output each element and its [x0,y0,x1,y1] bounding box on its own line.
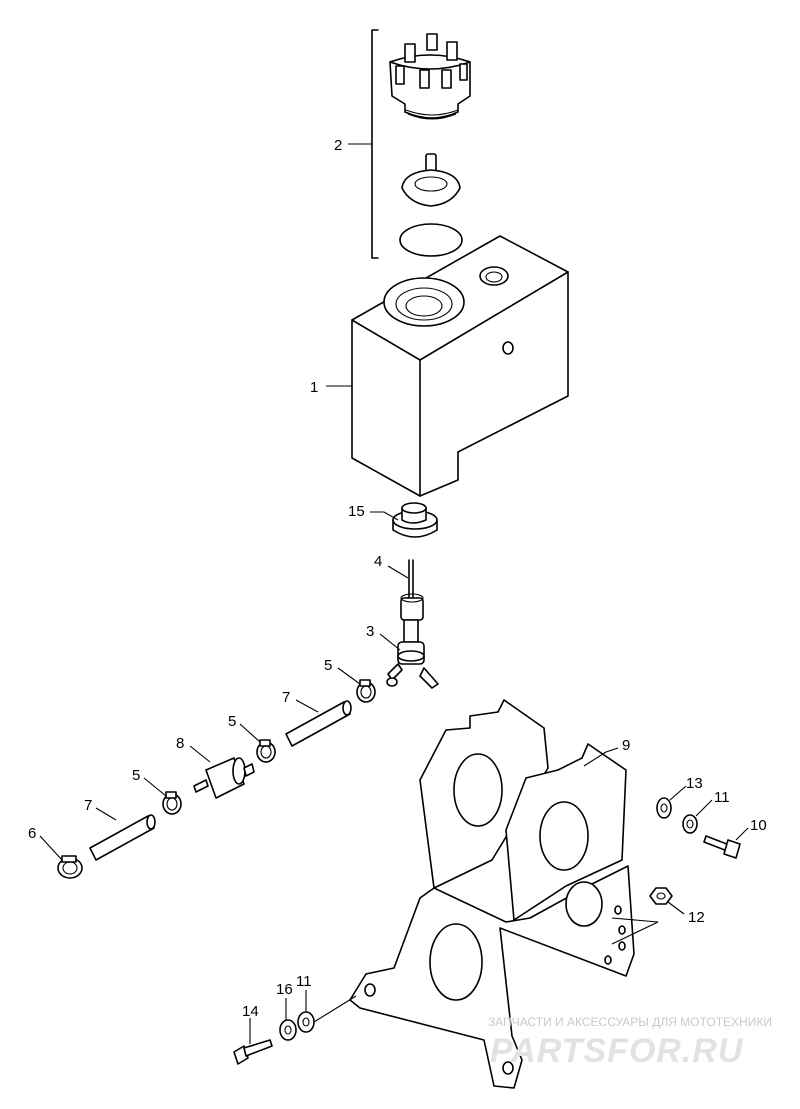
callout-10: 10 [750,817,767,834]
hose-clamp [356,679,376,703]
callout-12: 12 [688,909,705,926]
callout-9: 9 [622,737,630,754]
callout-5: 5 [324,657,332,674]
tank-mounting-bracket [349,699,635,1089]
callout-5: 5 [132,767,140,784]
watermark-logo: PARTSFOR.RU [490,1032,744,1070]
callout-11: 11 [714,789,730,806]
hose-clamp-large [57,855,83,879]
callout-7: 7 [84,797,92,814]
callout-3: 3 [366,623,374,640]
inline-fuel-filter [193,757,255,799]
fuel-hose [89,814,156,861]
callout-8: 8 [176,735,184,752]
callout-14: 14 [242,1003,259,1020]
fuel-pickup-pipe [400,559,424,621]
callout-13: 13 [686,775,703,792]
bolt-14 [233,1039,273,1065]
callout-15: 15 [348,503,365,520]
washer-16 [279,1019,297,1041]
callout-4: 4 [374,553,382,570]
washer-13 [656,797,672,819]
leader-lines [39,143,749,1044]
nut-12 [649,887,673,905]
fuel-cap [389,33,471,120]
callout-1: 1 [310,379,318,396]
cap-valve [401,153,461,207]
callout-11: 11 [296,973,312,990]
fuel-tank [351,235,569,497]
washer-11-left [297,1011,315,1033]
cap-assembly-bracket [371,29,379,259]
bolt-10 [703,835,741,859]
watermark-tagline: ЗАПЧАСТИ И АКСЕССУАРЫ ДЛЯ МОТОТЕХНИКИ [488,1015,772,1029]
fuel-hose [285,700,352,747]
fuel-tap [386,619,439,689]
callout-2: 2 [334,137,342,154]
callout-5: 5 [228,713,236,730]
callout-6: 6 [28,825,36,842]
tank-grommet [392,502,438,538]
hose-clamp [256,739,276,763]
callout-7: 7 [282,689,290,706]
callout-16: 16 [276,981,293,998]
washer-11-right [682,814,698,834]
cap-gasket-ring [399,223,463,257]
hose-clamp [162,791,182,815]
